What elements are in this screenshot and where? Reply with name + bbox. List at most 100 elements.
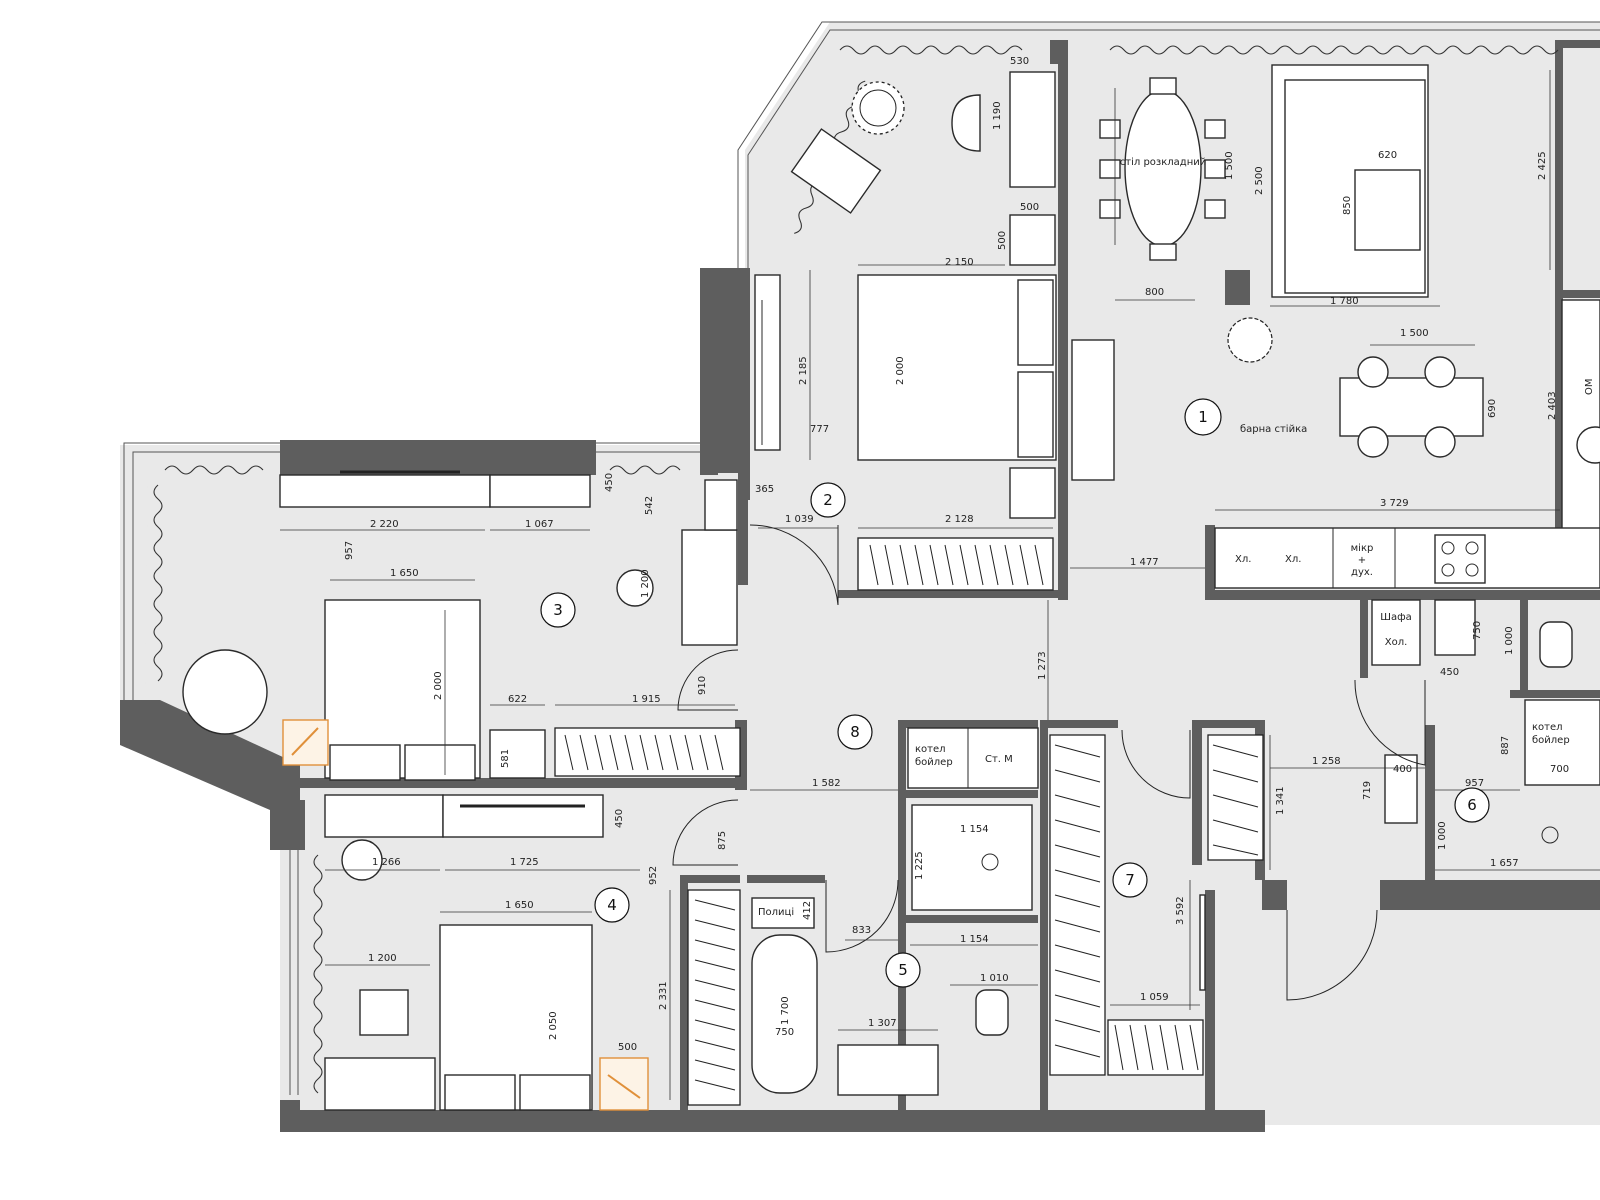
room-numbers: 1 2 3 4 5 6 7 8 (540, 398, 1490, 988)
wall-room3-bottom (300, 778, 740, 788)
wardrobe-room3-hatch (564, 734, 724, 771)
dim-719: 719 (1362, 781, 1373, 800)
wall-room7-right-lower (1205, 890, 1215, 1115)
dim-1273: 1 273 (1037, 651, 1048, 680)
coffee-table (1354, 169, 1421, 251)
dim-500c: 500 (618, 1042, 637, 1053)
bar-stool-1 (1357, 356, 1389, 388)
wardrobe-room7 (1049, 734, 1106, 1076)
mw-label-3: дух. (1351, 567, 1373, 578)
wall-kitchen-left (1205, 525, 1215, 600)
dim-833: 833 (852, 925, 871, 936)
boiler-label-1b: бойлер (915, 757, 953, 768)
glazing-left-outer (123, 442, 280, 700)
dim-622: 622 (508, 694, 527, 705)
toilet-1 (975, 989, 1009, 1036)
dim-2220: 2 220 (370, 519, 399, 530)
wall-entry-jamb-left (1262, 880, 1287, 910)
washer-label: Ст. М (985, 754, 1013, 765)
wall-room7-right (1192, 720, 1202, 865)
room7-furniture (1049, 734, 1264, 1076)
kitchen-counter (1214, 527, 1600, 589)
dim-1650a: 1 650 (390, 568, 419, 579)
room4-lamp (599, 1057, 649, 1111)
wall-bottom (280, 1110, 1265, 1132)
wall-boiler-bottom (898, 790, 1038, 798)
room3-furniture (182, 470, 741, 781)
room-5-marker: 5 (885, 952, 921, 988)
room2-chair (951, 94, 981, 152)
wall-room3-bottom-left (120, 700, 300, 810)
bath-sink (837, 1044, 939, 1096)
room4-tv-unit (442, 794, 604, 838)
dim-542: 542 (644, 496, 655, 515)
dim-1039: 1 039 (785, 514, 814, 525)
bath-shelf-label: Полиці (758, 906, 794, 918)
wall-kitchen-bottom (1210, 590, 1600, 600)
bar-table-label: барна стійка (1240, 423, 1307, 435)
room-number-7: 7 (1125, 871, 1135, 889)
dining-table (1124, 89, 1202, 247)
wardrobe-room7-bottom-hatch (1114, 1024, 1199, 1071)
dim-3729: 3 729 (1380, 498, 1409, 509)
room7-mirror (1199, 894, 1206, 991)
bath-shelf (751, 897, 815, 929)
dim-3592: 3 592 (1175, 896, 1186, 925)
pantry-cabinet (1371, 599, 1421, 666)
wall-room4-topleft (270, 800, 305, 850)
wall-room7-top (1040, 720, 1118, 728)
wardrobe-room7-hatch (1054, 744, 1101, 1058)
living-furniture: стіл розкладний барна стійка ОМ (1071, 64, 1600, 531)
dim-2050: 2 050 (548, 1011, 559, 1040)
bed-room2-pillow-1 (1017, 279, 1054, 366)
wall-room2-left (700, 268, 750, 473)
room2-nightstand-top (1009, 214, 1056, 266)
door-room5 (825, 879, 899, 953)
room2-furniture (754, 71, 1057, 591)
boiler-label-1a: котел (915, 744, 946, 755)
room-6-marker: 6 (1454, 787, 1490, 823)
wall-room6-left (1425, 725, 1435, 890)
wall-hall-top (738, 470, 750, 500)
dim-1915: 1 915 (632, 694, 661, 705)
dim-1200a: 1 200 (640, 569, 651, 598)
cooktop (1434, 534, 1486, 584)
door-room7 (1121, 729, 1191, 799)
room-8-marker: 8 (837, 714, 873, 750)
sink-counter (1434, 599, 1476, 656)
dim-700: 700 (1550, 764, 1569, 775)
dimension-texts: 530 1 190 500 500 2 150 2 185 2 000 777 … (344, 56, 1569, 1053)
dim-777: 777 (810, 424, 829, 435)
wall-hall-left-upper (738, 500, 748, 585)
room-number-4: 4 (607, 896, 617, 914)
glazing-top-outer (737, 21, 1600, 270)
dim-1477: 1 477 (1130, 557, 1159, 568)
wall-entry-right (1380, 880, 1600, 910)
bathtub (751, 934, 818, 1094)
wall-wc-top (898, 915, 1038, 923)
wall-bath-top-right (747, 875, 825, 883)
dim-2185: 2 185 (798, 356, 809, 385)
dim-2000a: 2 000 (895, 356, 906, 385)
door-room3 (677, 649, 739, 711)
dim-1010: 1 010 (980, 973, 1009, 984)
mw-label-1: мікр (1351, 542, 1374, 554)
dim-2128: 2 128 (945, 514, 974, 525)
kitchen: Хл. Хл. мікр + дух. Шафа Хол. (1214, 527, 1600, 666)
dim-1700: 1 700 (780, 996, 791, 1025)
dim-910: 910 (697, 676, 708, 695)
dim-1000a: 1 000 (1504, 626, 1515, 655)
room-number-8: 8 (850, 723, 860, 741)
curtain-living-top (1109, 45, 1559, 55)
dim-750b: 750 (1472, 621, 1483, 640)
dim-450c: 450 (1440, 667, 1459, 678)
room-3-marker: 3 (540, 592, 576, 628)
wardrobe-entry-hatch (1212, 744, 1259, 856)
om-label: ОМ (1584, 379, 1595, 396)
wardrobe-room2-hatch (869, 544, 1044, 586)
dim-1341: 1 341 (1275, 786, 1286, 815)
pantry-label-1: Шафа (1380, 612, 1412, 623)
dim-1059: 1 059 (1140, 992, 1169, 1003)
